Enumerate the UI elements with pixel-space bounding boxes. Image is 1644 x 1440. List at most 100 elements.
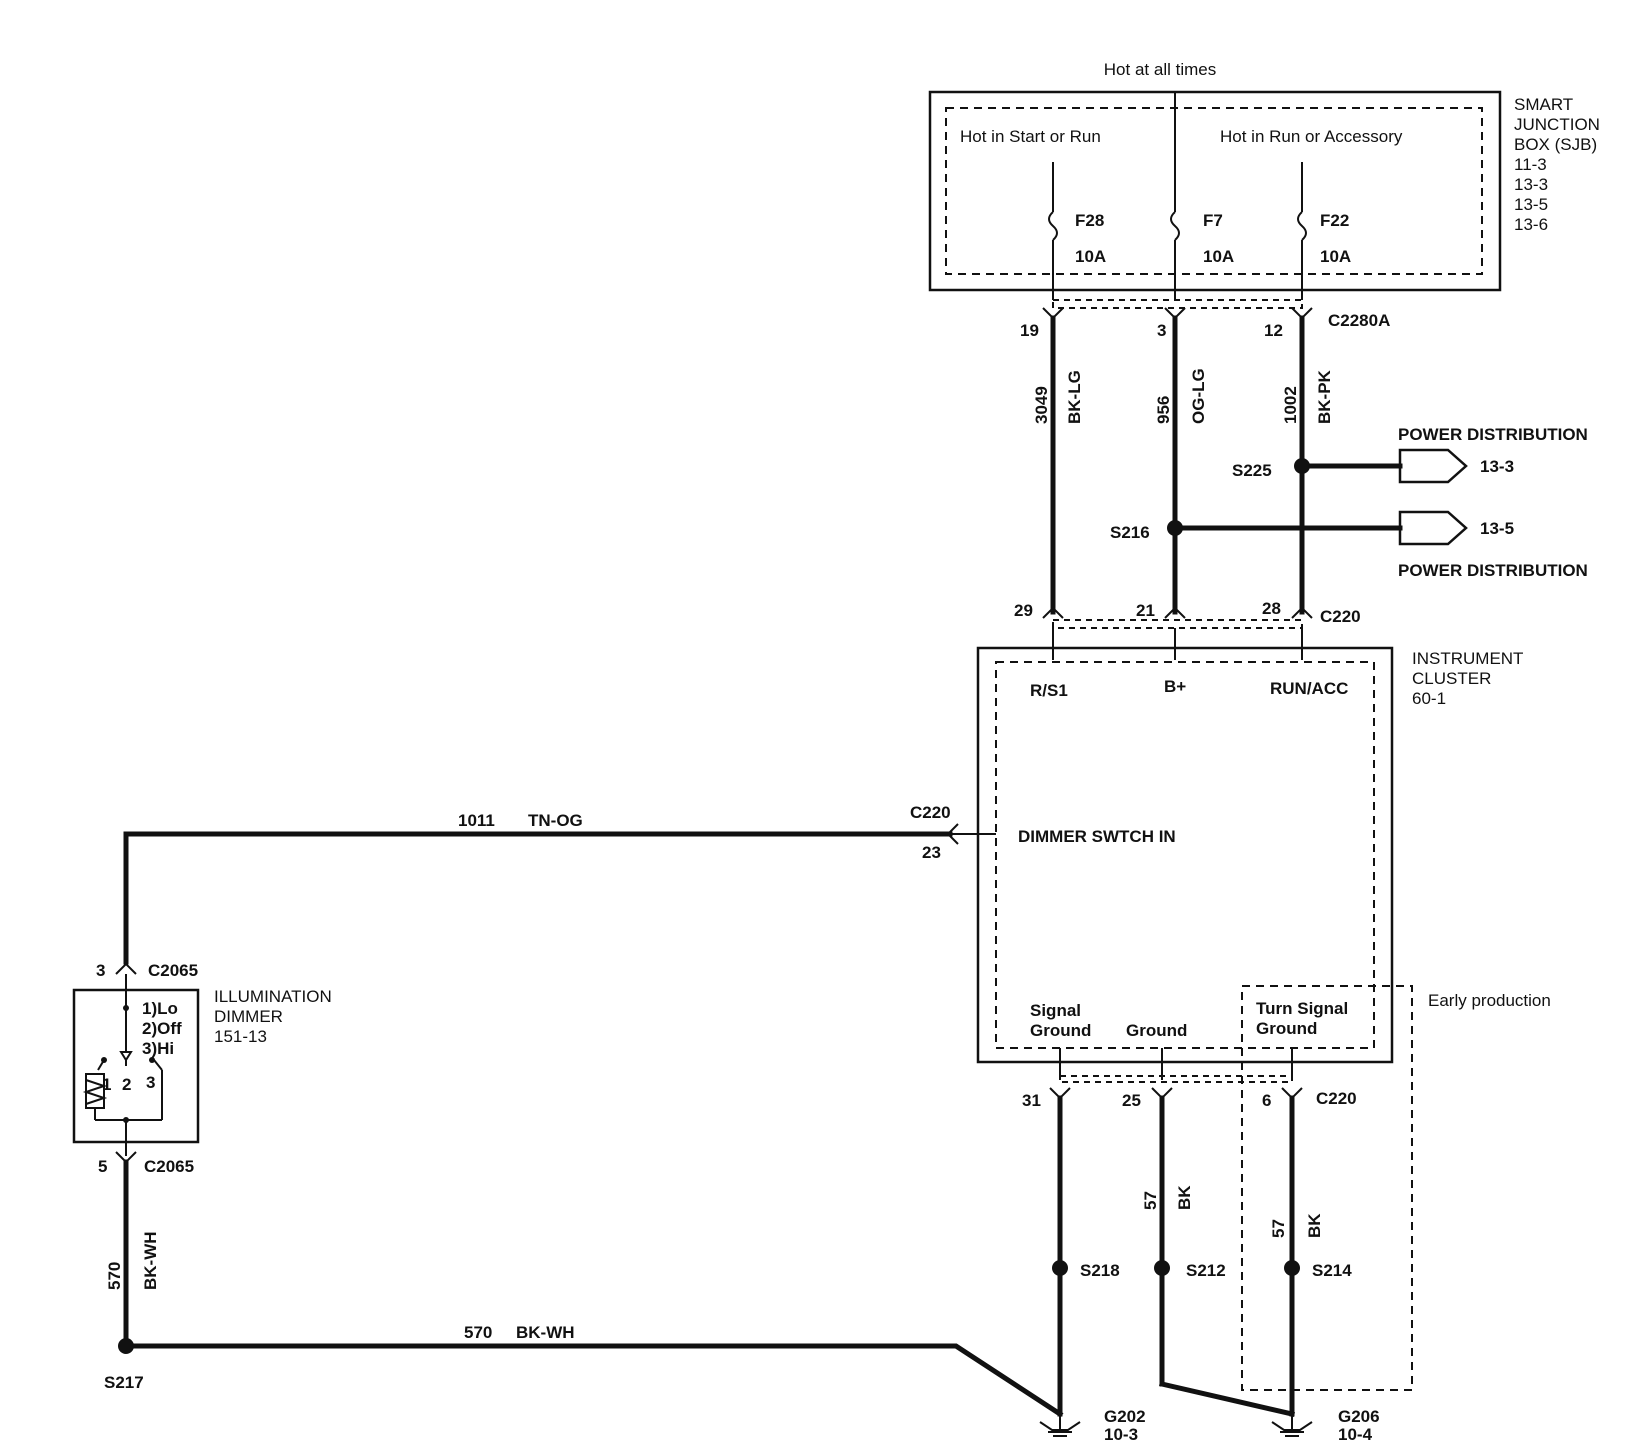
c220-pin-6: 6 <box>1262 1091 1271 1110</box>
c220-bottom-outline <box>1059 1075 1293 1083</box>
wire-3049-color: BK-LG <box>1065 370 1084 424</box>
fuse-f7-rating: 10A <box>1203 247 1234 266</box>
svg-text:JUNCTION: JUNCTION <box>1514 115 1600 134</box>
turn-signal-ground-label: Turn Signal Ground <box>1256 999 1348 1038</box>
c2280a-pin-3: 3 <box>1157 321 1166 340</box>
terminal-run-acc: RUN/ACC <box>1270 679 1348 698</box>
c2065-top-label: C2065 <box>148 961 198 980</box>
wire-570-horizontal <box>123 1343 1064 1418</box>
wire-57-a-color: BK <box>1175 1185 1194 1210</box>
c220-pin23-icon <box>946 823 959 845</box>
fuse-f7-id: F7 <box>1203 211 1223 230</box>
svg-text:Ground: Ground <box>1030 1021 1091 1040</box>
dimmer-contact-numbers: 1 2 3 <box>102 1073 155 1094</box>
splice-s225 <box>1294 458 1310 474</box>
splice-s216-label: S216 <box>1110 523 1150 542</box>
ground-g202-id: G202 <box>1104 1407 1146 1426</box>
svg-text:ILLUMINATION: ILLUMINATION <box>214 987 332 1006</box>
splice-s217-label: S217 <box>104 1373 144 1392</box>
sjb-box <box>928 90 1502 292</box>
dimmer-positions: 1)Lo 2)Off 3)Hi <box>142 999 182 1058</box>
svg-text:2)Off: 2)Off <box>142 1019 182 1038</box>
fuse-f28-rating: 10A <box>1075 247 1106 266</box>
splice-s216 <box>1167 520 1183 536</box>
ground-g202-icon <box>1039 1414 1081 1437</box>
dimmer-switch-icon <box>82 1005 163 1123</box>
power-dist-bottom-label: POWER DISTRIBUTION <box>1398 561 1588 580</box>
fuse-f22-icon <box>1297 211 1307 241</box>
dimmer-switch-in-label: DIMMER SWTCH IN <box>1018 827 1176 846</box>
c220-top-label: C220 <box>1320 607 1361 626</box>
ground-g206-id: G206 <box>1338 1407 1380 1426</box>
wire-3049-circuit: 3049 <box>1032 386 1051 424</box>
splice-s212 <box>1154 1260 1170 1276</box>
c2065-top-pin-icon <box>115 962 137 975</box>
wire-570-horiz-circuit: 570 <box>464 1323 492 1342</box>
early-production-region <box>1241 985 1413 1391</box>
svg-text:1)Lo: 1)Lo <box>142 999 178 1018</box>
wire-57-b-circuit: 57 <box>1269 1219 1288 1238</box>
svg-text:1: 1 <box>102 1075 111 1094</box>
ground-g206-ref: 10-4 <box>1338 1425 1373 1440</box>
wire-57-a-circuit: 57 <box>1141 1191 1160 1210</box>
wire-570-vert-color: BK-WH <box>141 1231 160 1290</box>
signal-ground-label: Signal Ground <box>1030 1001 1091 1040</box>
c2065-bottom-pin: 5 <box>98 1157 107 1176</box>
svg-text:151-13: 151-13 <box>214 1027 267 1046</box>
zone-run-acc: Hot in Run or Accessory <box>1220 127 1403 146</box>
fuse-f22-rating: 10A <box>1320 247 1351 266</box>
svg-text:BOX (SJB): BOX (SJB) <box>1514 135 1597 154</box>
c220-pin-21: 21 <box>1136 601 1155 620</box>
c220-pin-28: 28 <box>1262 599 1281 618</box>
c220-top-outline <box>1052 619 1303 629</box>
wire-570-horiz-color: BK-WH <box>516 1323 575 1342</box>
svg-text:DIMMER: DIMMER <box>214 1007 283 1026</box>
wire-956-circuit: 956 <box>1154 396 1173 424</box>
power-dist-top-label: POWER DISTRIBUTION <box>1398 425 1588 444</box>
wire-g206-jumper <box>1159 1381 1295 1417</box>
fuse-f7-icon <box>1170 211 1180 241</box>
svg-text:3: 3 <box>146 1073 155 1092</box>
cluster-title: INSTRUMENT CLUSTER 60-1 <box>1412 649 1523 708</box>
splice-s212-label: S212 <box>1186 1261 1226 1280</box>
power-dist-ref-b: 13-5 <box>1480 519 1514 538</box>
c2065-top-pin: 3 <box>96 961 105 980</box>
svg-text:SMART: SMART <box>1514 95 1573 114</box>
svg-text:13-6: 13-6 <box>1514 215 1548 234</box>
c220-pin-29: 29 <box>1014 601 1033 620</box>
c220-pin29-icon <box>1042 606 1064 619</box>
dimmer-box <box>72 988 200 1144</box>
svg-text:CLUSTER: CLUSTER <box>1412 669 1491 688</box>
power-dist-connector-b <box>1398 510 1468 546</box>
svg-text:INSTRUMENT: INSTRUMENT <box>1412 649 1523 668</box>
cluster-inner-box <box>995 661 1375 1049</box>
sjb-title: SMART JUNCTION BOX (SJB) 11-3 13-3 13-5 … <box>1514 95 1600 234</box>
c2280a-pin-19: 19 <box>1020 321 1039 340</box>
c2280a-pin-12: 12 <box>1264 321 1283 340</box>
splice-s218 <box>1052 1260 1068 1276</box>
c2280a-outline <box>1052 299 1303 309</box>
svg-text:13-5: 13-5 <box>1514 195 1548 214</box>
early-production-label: Early production <box>1428 991 1551 1010</box>
c220-bottom-label: C220 <box>1316 1089 1357 1108</box>
c220-dimmer-label: C220 <box>910 803 951 822</box>
ground-g206-icon <box>1271 1414 1313 1437</box>
svg-text:13-3: 13-3 <box>1514 175 1548 194</box>
zone-start-run: Hot in Start or Run <box>960 127 1101 146</box>
wire-1002-circuit: 1002 <box>1281 386 1300 424</box>
c220-pin-23: 23 <box>922 843 941 862</box>
c220-pin-31: 31 <box>1022 1091 1041 1110</box>
sjb-inner-box <box>945 107 1483 275</box>
wire-1011-color: TN-OG <box>528 811 583 830</box>
power-dist-ref-a: 13-3 <box>1480 457 1514 476</box>
c2065-bottom-label: C2065 <box>144 1157 194 1176</box>
svg-text:60-1: 60-1 <box>1412 689 1446 708</box>
terminal-bplus: B+ <box>1164 677 1186 696</box>
power-dist-connector-a <box>1398 448 1468 484</box>
wire-1002-color: BK-PK <box>1315 369 1334 424</box>
dimmer-title: ILLUMINATION DIMMER 151-13 <box>214 987 332 1046</box>
ground-g202-ref: 10-3 <box>1104 1425 1138 1440</box>
c220-pin28-icon <box>1291 606 1313 619</box>
svg-text:11-3: 11-3 <box>1514 155 1547 174</box>
